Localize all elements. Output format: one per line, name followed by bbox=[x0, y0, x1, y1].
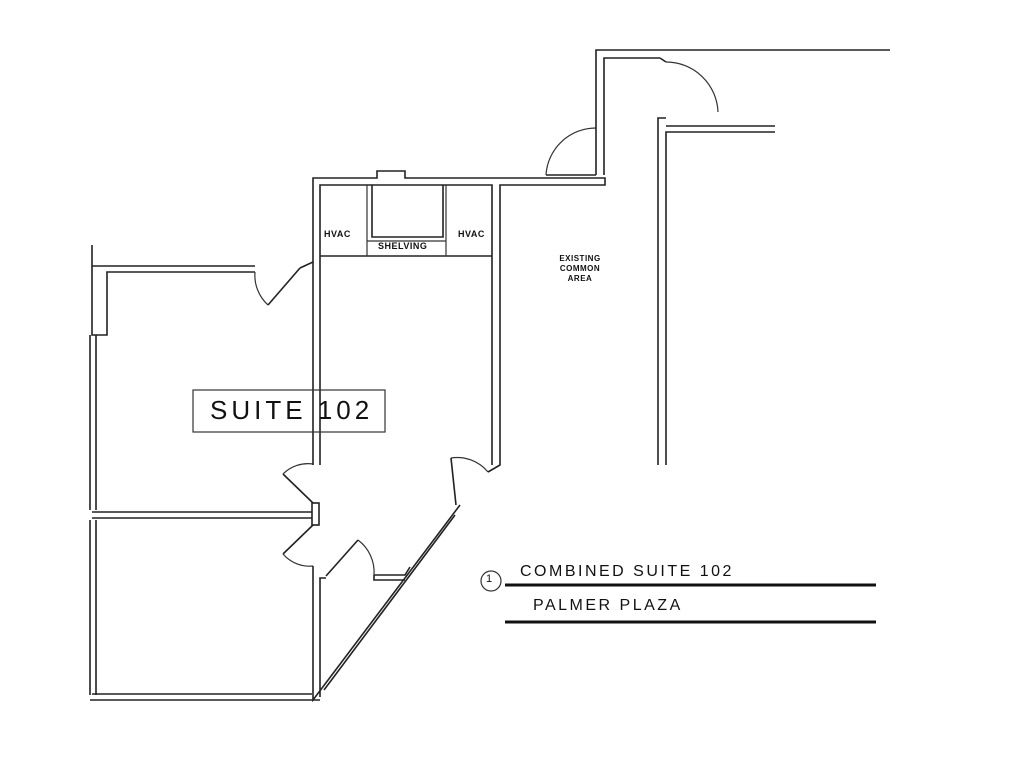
common-area-label: EXISTING COMMON AREA bbox=[559, 254, 601, 283]
left-wing-walls bbox=[89, 245, 320, 701]
corridor-walls bbox=[595, 49, 890, 465]
drawing-title: COMBINED SUITE 102 bbox=[520, 563, 734, 580]
suite-label-box bbox=[192, 389, 386, 433]
door-swings bbox=[254, 57, 719, 577]
hvac-right-label: HVAC bbox=[458, 229, 485, 239]
detail-number: 1 bbox=[486, 573, 493, 585]
suite-label: SUITE 102 bbox=[210, 395, 374, 425]
title-block bbox=[480, 570, 876, 624]
shelving-label: SHELVING bbox=[378, 241, 428, 251]
drawing-subtitle: PALMER PLAZA bbox=[533, 597, 683, 614]
suite-walls bbox=[312, 170, 606, 703]
hvac-left-label: HVAC bbox=[324, 229, 351, 239]
